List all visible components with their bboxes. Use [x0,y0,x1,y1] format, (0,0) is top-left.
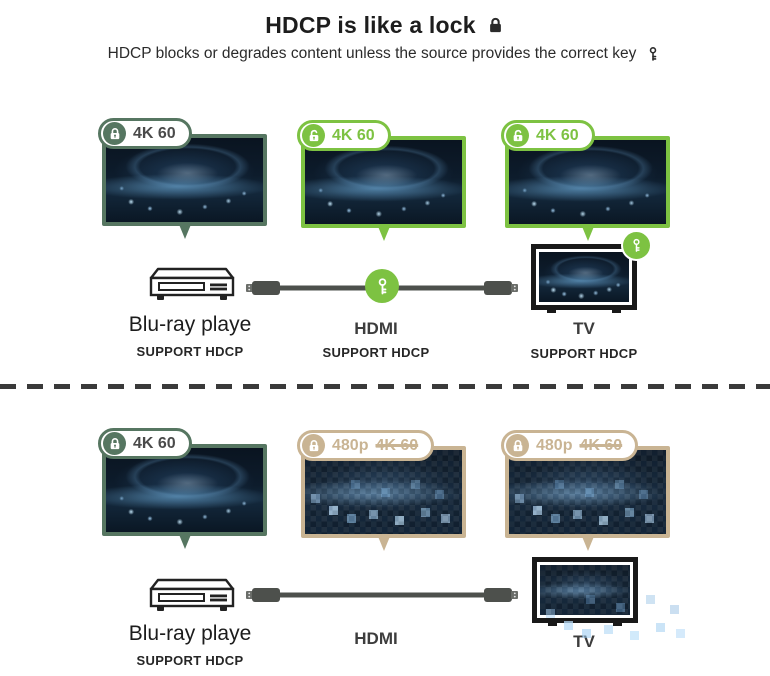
cable-sublabel: SUPPORT HDCP [322,345,430,360]
tv-icon [532,557,638,626]
tv-leg [547,305,556,313]
resolution-label: 4K 60 [133,434,176,452]
key-icon [644,45,662,63]
monitor-cable-top: 4K 60 [297,120,466,241]
resolution-strike-label: 4K 60 [375,436,419,454]
display-label: TV [573,319,595,338]
screen-picture [305,140,462,224]
resolution-badge: 4K 60 [501,120,595,151]
resolution-label: 480p [536,436,573,454]
page-subtitle-row: HDCP blocks or degrades content unless t… [0,45,770,63]
resolution-badge: 4K 60 [98,428,192,459]
hdmi-cable [246,586,518,604]
monitor-source-top: 4K 60 [98,118,267,239]
cable-label: HDMI [354,629,398,648]
pointer-tail [177,532,192,549]
resolution-badge: 4K 60 [297,120,391,151]
pointer-tail [376,534,391,551]
monitor-cable-bottom: 480p 4K 60 [297,430,466,551]
screen-picture [509,140,666,224]
monitor-tv-top: 4K 60 [501,120,670,241]
screen-picture [106,138,263,222]
resolution-label: 4K 60 [536,126,579,144]
lock-closed-icon [486,16,505,35]
pointer-tail [580,534,595,551]
page-title-row: HDCP is like a lock [0,12,770,39]
bluray-player-icon [148,266,236,304]
tv-leg [548,618,557,626]
resolution-label: 4K 60 [332,126,375,144]
source-sublabel: SUPPORT HDCP [136,344,244,359]
resolution-badge: 480p 4K 60 [501,430,639,461]
display-label: TV [573,632,595,651]
display-sublabel: SUPPORT HDCP [530,346,638,361]
screen-picture [509,450,666,534]
resolution-strike-label: 4K 60 [579,436,623,454]
pointer-tail [376,224,391,241]
page-subtitle: HDCP blocks or degrades content unless t… [107,45,637,62]
lock-closed-icon [103,432,126,455]
tv-screen-picture [539,252,629,302]
source-sublabel: SUPPORT HDCP [136,653,244,668]
tv-screen-picture [540,565,630,618]
key-icon [621,230,652,261]
resolution-badge: 4K 60 [98,118,192,149]
dashed-divider [0,384,770,389]
lock-closed-icon [103,122,126,145]
monitor-tv-bottom: 480p 4K 60 [501,430,670,551]
resolution-label: 480p [332,436,369,454]
screen-picture [305,450,462,534]
resolution-label: 4K 60 [133,124,176,142]
monitor-source-bottom: 4K 60 [98,428,267,549]
lock-open-icon [302,124,325,147]
cable-label: HDMI [354,319,398,338]
source-label: Blu-ray playe [128,622,252,645]
pointer-tail [580,224,595,241]
tv-leg [613,618,622,626]
source-label: Blu-ray playe [128,313,252,336]
tv-icon [531,244,637,313]
screen-picture [106,448,263,532]
lock-closed-icon [506,434,529,457]
lock-closed-icon [302,434,325,457]
pointer-tail [177,222,192,239]
tv-leg [612,305,621,313]
page-title: HDCP is like a lock [265,12,476,38]
key-icon [365,269,399,303]
resolution-badge: 480p 4K 60 [297,430,435,461]
lock-open-icon [506,124,529,147]
bluray-player-icon [148,577,236,615]
